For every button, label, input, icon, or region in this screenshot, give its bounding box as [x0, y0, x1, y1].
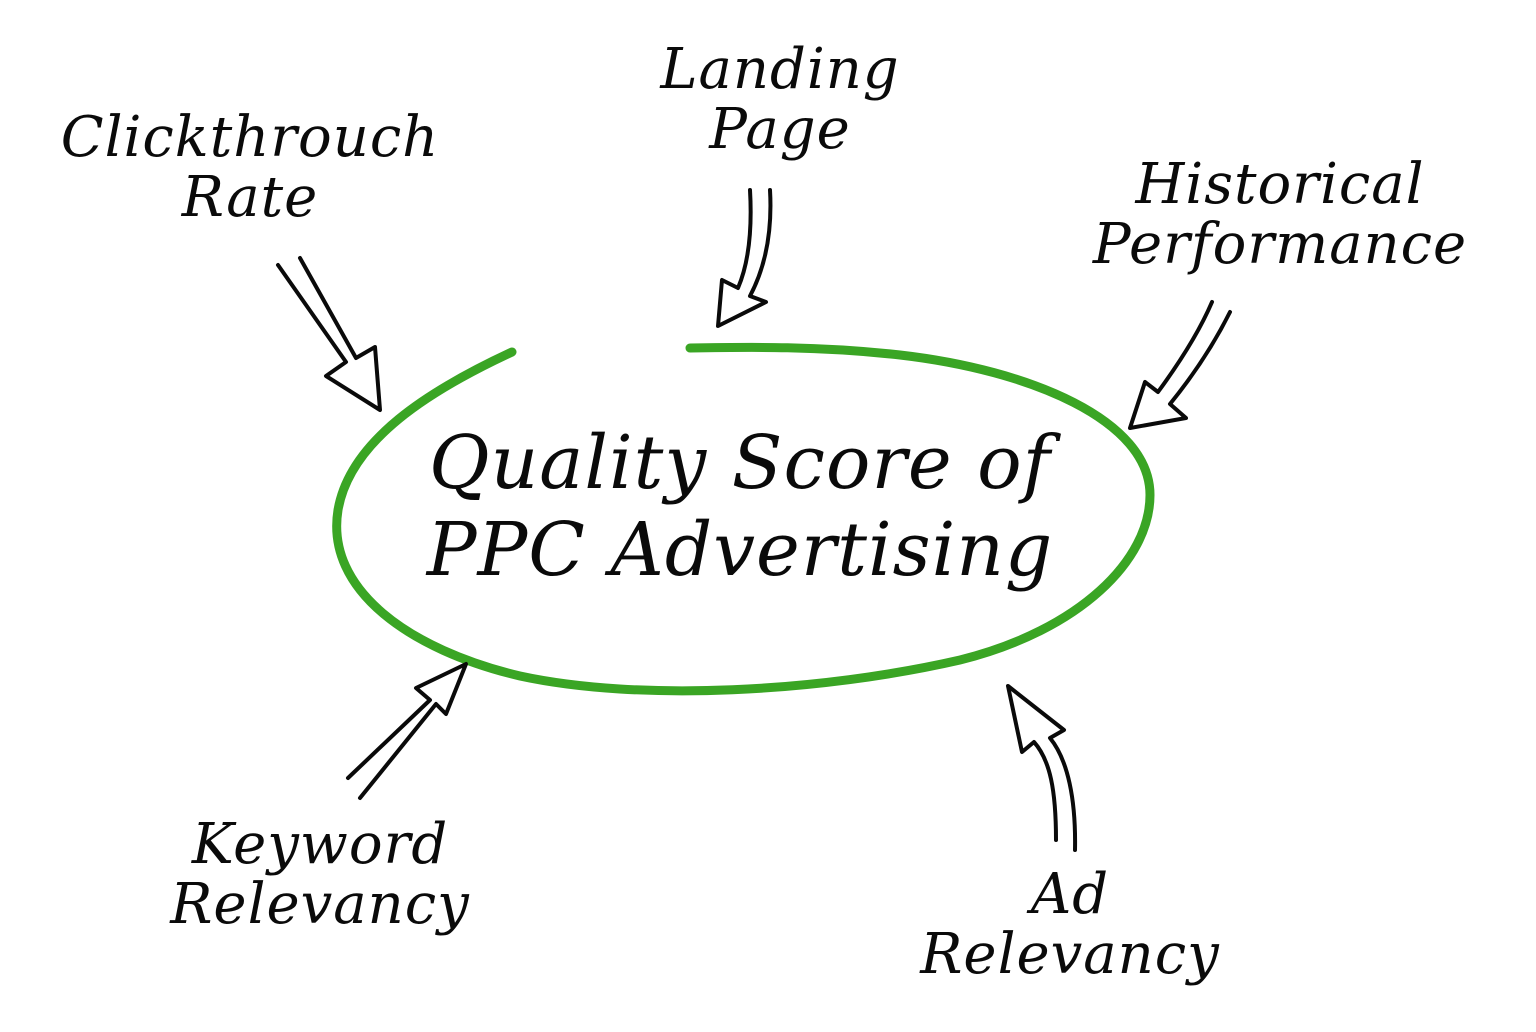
factor-label-keyword-relevancy: Keyword Relevancy	[110, 812, 530, 938]
factor-label-line: Clickthrouch	[60, 105, 440, 170]
factor-label-ad-relevancy: Ad Relevancy	[870, 862, 1270, 988]
factor-label-line: Historical	[1135, 152, 1425, 217]
factor-label-line: Rate	[181, 165, 319, 231]
factor-label-line: Landing	[660, 37, 900, 102]
center-label-line-2: PPC Advertising	[426, 507, 1054, 594]
arrow-icon-ad-relevancy	[1006, 684, 1078, 852]
factor-label-line: Ad	[1030, 862, 1110, 927]
factor-label-clickthrough-rate: Clickthrouch Rate	[10, 105, 490, 231]
factor-label-line: Relevancy	[920, 922, 1220, 988]
factor-label-landing-page: Landing Page	[590, 37, 970, 163]
arrow-icon-keyword-relevancy	[346, 662, 468, 800]
center-label: Quality Score of PPC Advertising	[380, 420, 1100, 595]
factor-label-line: Performance	[1092, 212, 1468, 278]
center-ring	[332, 342, 1155, 696]
factor-label-historical-performance: Historical Performance	[1040, 152, 1520, 278]
arrow-icon-clickthrough-rate	[276, 256, 382, 412]
arrow-icon-landing-page	[716, 188, 773, 328]
factor-label-line: Keyword	[191, 812, 449, 877]
center-label-line-1: Quality Score of	[428, 420, 1052, 506]
arrow-icon-historical-performance	[1128, 300, 1232, 430]
factor-label-line: Page	[709, 97, 851, 163]
factor-label-line: Relevancy	[170, 872, 470, 938]
